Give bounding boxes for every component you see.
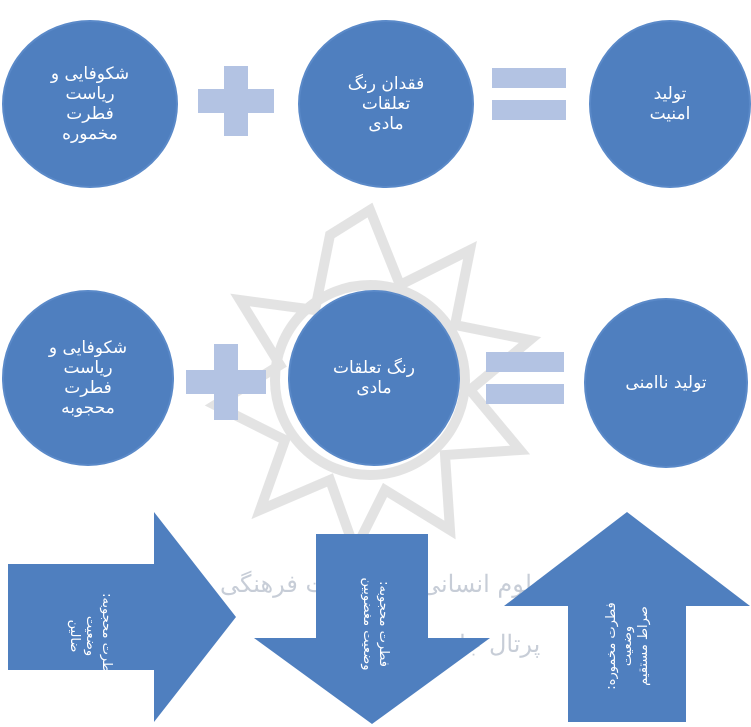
circle-row1-3: تولید امنیت: [589, 20, 751, 188]
circle-row1-1: شکوفایی و ریاست فطرت مخموره: [2, 20, 178, 188]
circle-row1-2: فقدان رنگ تعلقات مادی: [298, 20, 474, 188]
arrow-down-label: فطرت محجوبه: وضعیت مغضوبین: [360, 577, 391, 671]
circle-row2-2: رنگ تعلقات مادی: [288, 290, 460, 466]
arrow-down-shape: [254, 534, 490, 724]
arrow-up-label: فطرت مخموره: وضعیت صراط مستقیم: [604, 602, 651, 690]
arrow-right-shape: [8, 512, 236, 722]
circle-row2-3: تولید ناامنی: [584, 298, 748, 468]
circle-row2-1-label: شکوفایی و ریاست فطرت محجوبه: [48, 338, 128, 418]
equals-icon: [492, 68, 566, 120]
arrow-up-shape: [504, 512, 750, 722]
plus-icon: [186, 344, 266, 420]
arrow-right-label: فطرت محجوبه: وضعیت ضالین: [67, 593, 114, 679]
circle-row1-3-label: تولید امنیت: [649, 84, 691, 124]
circle-row2-1: شکوفایی و ریاست فطرت محجوبه: [2, 290, 174, 466]
equals-icon: [486, 352, 564, 404]
circle-row2-2-label: رنگ تعلقات مادی: [333, 358, 415, 398]
plus-icon: [198, 66, 274, 136]
circle-row1-1-label: شکوفایی و ریاست فطرت مخموره: [50, 64, 130, 144]
circle-row2-3-label: تولید ناامنی: [625, 373, 707, 393]
circle-row1-2-label: فقدان رنگ تعلقات مادی: [347, 74, 425, 134]
